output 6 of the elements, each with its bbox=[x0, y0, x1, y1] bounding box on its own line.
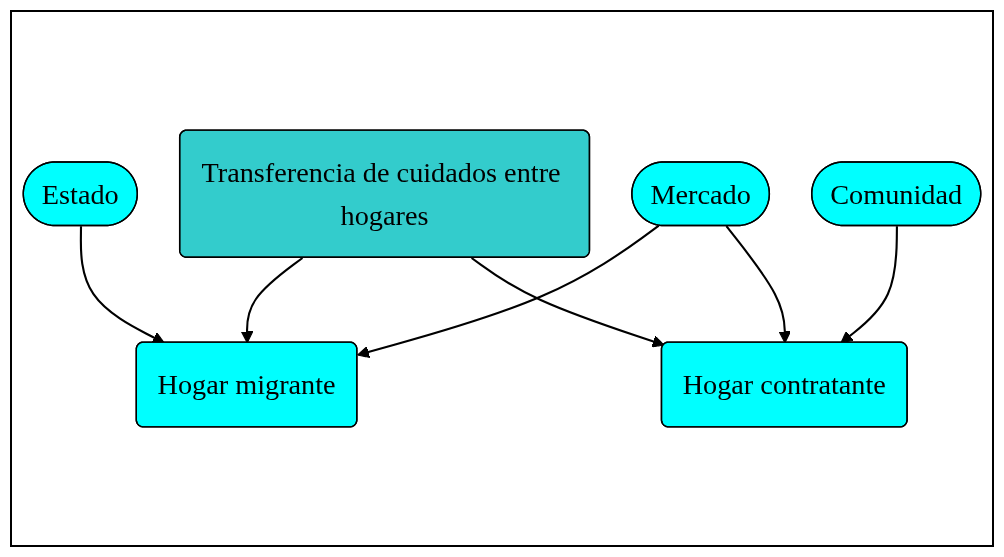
arrow bbox=[240, 257, 304, 344]
arrow bbox=[725, 225, 791, 344]
arrow bbox=[471, 257, 665, 348]
arrow bbox=[840, 226, 898, 344]
arrow bbox=[357, 224, 660, 358]
arrow bbox=[79, 226, 165, 344]
